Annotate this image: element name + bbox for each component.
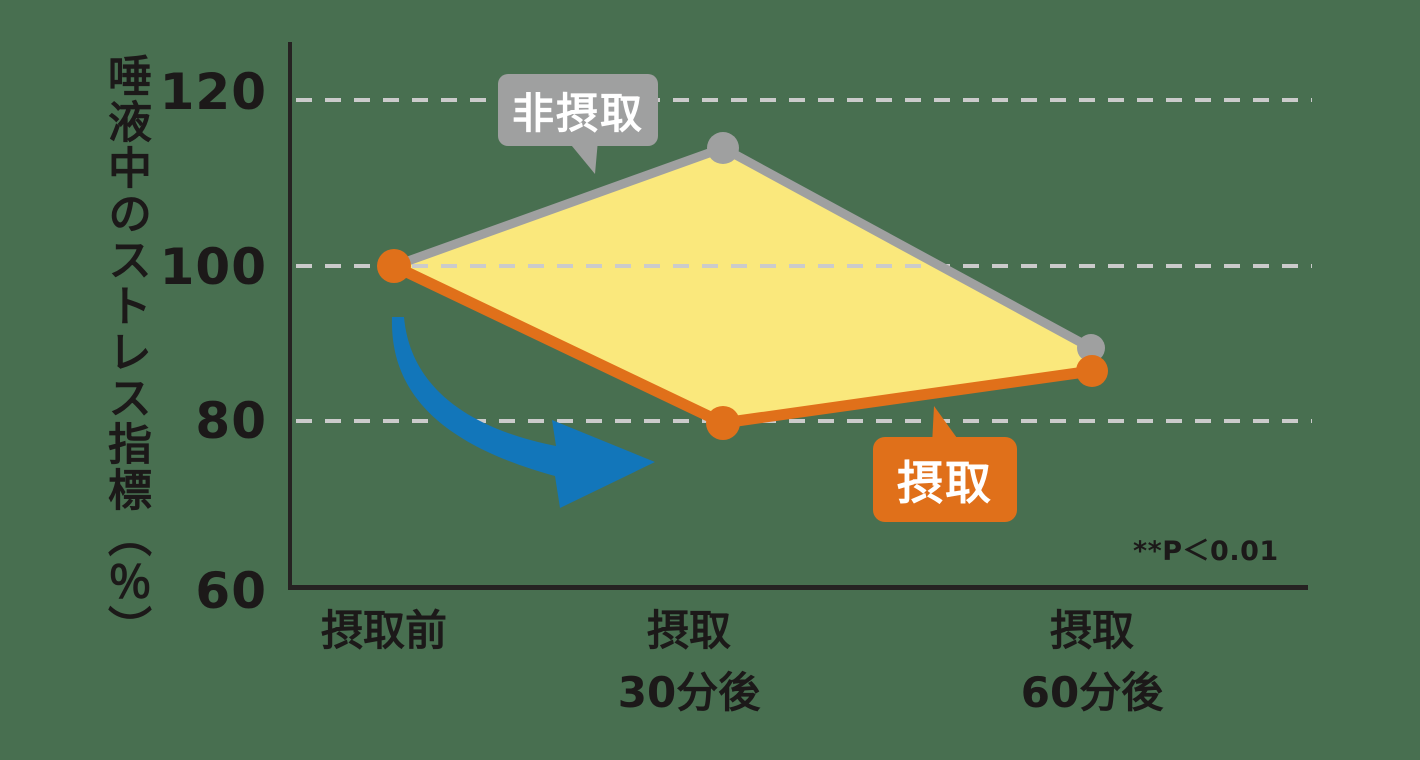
x-label-line: 摂取前 <box>320 606 448 655</box>
y-axis-label: 唾液中のストレス指標（％） <box>100 53 151 651</box>
intake-point-30min <box>706 406 740 440</box>
p-value-note: **P＜0.01 <box>1133 536 1279 567</box>
x-label-line: 摂取 <box>646 606 732 655</box>
x-label-line: 摂取 <box>1049 606 1135 655</box>
intake-callout-tail <box>932 406 962 445</box>
x-label-before-intake: 摂取前 <box>321 600 447 662</box>
intake-point-60min <box>1076 355 1108 387</box>
series-fill-area <box>394 148 1092 423</box>
non-intake-point-30min <box>707 132 739 164</box>
intake-callout-label: 摂取 <box>897 455 993 510</box>
x-label-30min-after: 摂取 30分後 <box>618 600 760 724</box>
non-intake-callout: 非摂取 <box>498 74 658 146</box>
intake-point-before <box>377 249 411 283</box>
down-arrow-icon <box>391 317 655 508</box>
x-label-60min-after: 摂取 60分後 <box>1021 600 1163 724</box>
y-tick-80: 80 <box>195 392 267 450</box>
y-tick-100: 100 <box>159 238 267 296</box>
non-intake-callout-label: 非摂取 <box>511 88 644 138</box>
y-tick-120: 120 <box>159 63 267 121</box>
intake-callout: 摂取 <box>873 437 1017 522</box>
non-intake-point-60min <box>1077 334 1105 362</box>
y-tick-60: 60 <box>195 562 267 620</box>
x-label-line: 60分後 <box>1020 668 1164 717</box>
non-intake-callout-tail <box>567 140 598 174</box>
x-label-line: 30分後 <box>617 668 761 717</box>
